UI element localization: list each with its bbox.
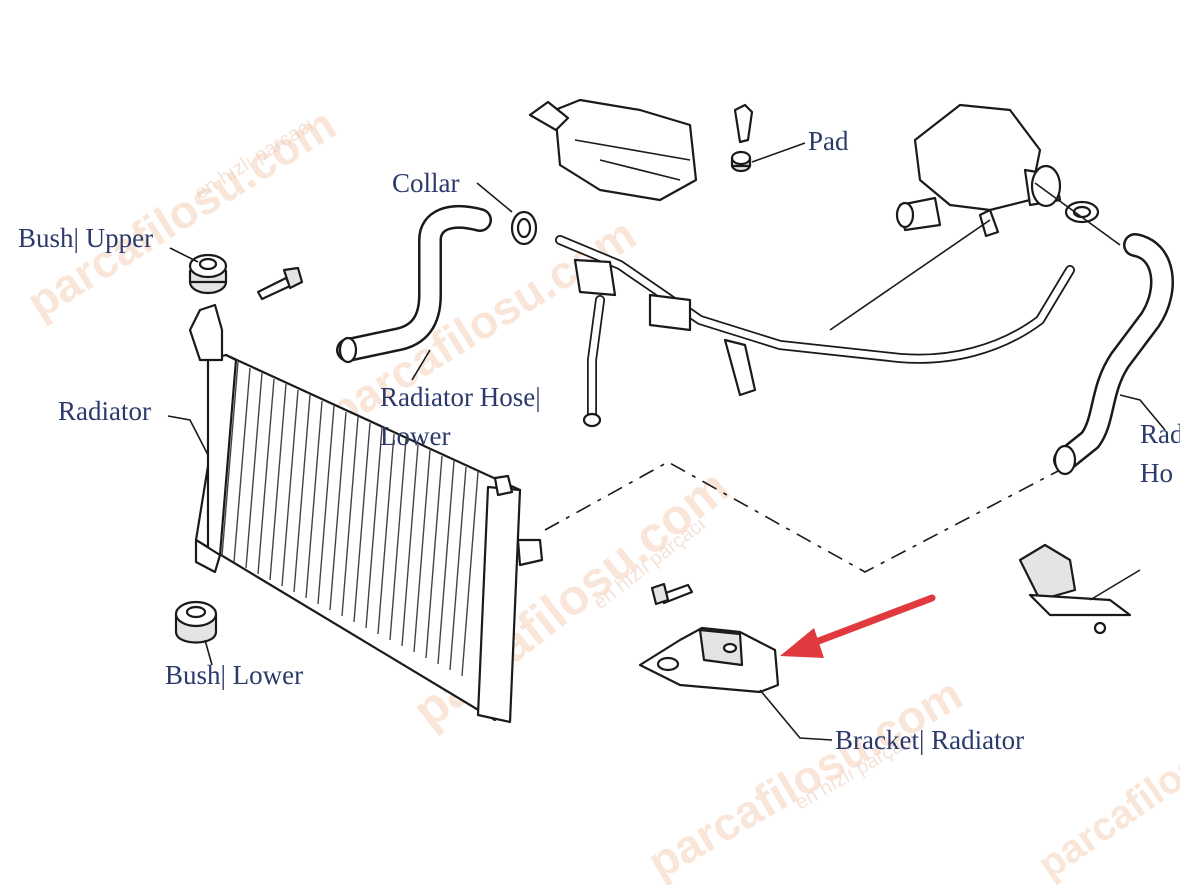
watermark-text-5: parcafilosu.com (1030, 675, 1180, 885)
radiator-part (188, 303, 544, 724)
label-collar: Collar (392, 168, 460, 198)
radiator-fins (221, 361, 479, 677)
watermark-text-4: parcafilosu.com (639, 667, 971, 885)
bush-lower-part (174, 600, 218, 644)
label-radiator-hose-lower-line1: Radiator Hose| (380, 382, 541, 412)
bracket-radiator-part (638, 626, 780, 694)
bracket-bolt-part (650, 582, 694, 606)
label-bracket-radiator: Bracket| Radiator (835, 725, 1024, 755)
red-arrow-icon (780, 594, 936, 658)
label-radiator-hose-upper-line2: Ho (1140, 458, 1173, 488)
leader-lines (167, 142, 1166, 741)
engine-mount-part (1018, 543, 1132, 635)
bush-upper-part (188, 253, 228, 295)
label-pad: Pad (808, 126, 849, 156)
radiator-hose-upper-part (1053, 233, 1174, 476)
mounting-dash-line (544, 461, 1061, 573)
expansion-tank-part (528, 98, 698, 202)
collar-part (510, 210, 538, 246)
label-bush-upper: Bush| Upper (18, 223, 153, 253)
radiator-hose-lower-part (336, 204, 492, 364)
label-bush-lower: Bush| Lower (165, 660, 303, 690)
pad-part (730, 103, 754, 173)
clamp-upper-part (1064, 200, 1100, 224)
label-radiator-hose-lower-line2: Lower (380, 421, 450, 451)
watermark-layer: parcafilosu.com en hızlı parçacı parcafi… (18, 97, 1180, 885)
bolt-upper-part (256, 266, 304, 301)
label-radiator-hose-upper-line1: Rad (1140, 419, 1180, 449)
coolant-pipe-part (555, 235, 1075, 428)
label-radiator: Radiator (58, 396, 151, 426)
thermostat-housing-part (895, 103, 1062, 238)
